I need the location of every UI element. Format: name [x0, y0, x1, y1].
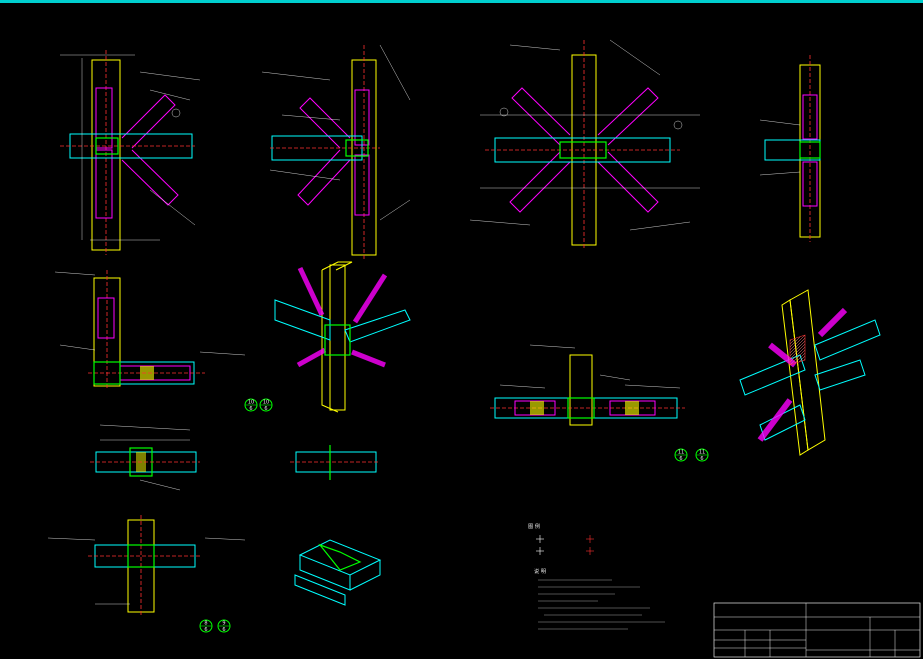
joint-detail-4[interactable] — [759, 55, 821, 242]
joint-detail-1[interactable] — [60, 50, 201, 255]
section-tag[interactable]: 8 6 — [199, 619, 213, 633]
section-tag-bottom: 6 — [264, 406, 267, 412]
section-tag-bottom: 6 — [249, 406, 252, 412]
section-tag-top: 10 — [248, 400, 254, 406]
section-tag[interactable]: 11 6 — [674, 448, 688, 462]
joint-detail-5[interactable] — [54, 270, 246, 390]
joint-detail-2[interactable] — [261, 44, 411, 260]
notes-title: 说 明 — [534, 567, 546, 575]
legend-title: 图 例 — [528, 522, 540, 530]
joint-detail-7[interactable] — [490, 344, 685, 426]
section-tag[interactable]: 9 6 — [217, 619, 231, 633]
section-tag[interactable]: 10 6 — [244, 398, 258, 412]
section-tag-top: 9 — [222, 621, 225, 627]
joint-detail-11[interactable] — [47, 515, 246, 615]
section-tag-bottom: 6 — [679, 456, 682, 462]
joint-detail-6-isometric[interactable] — [274, 261, 411, 413]
notes: 说 明 — [534, 567, 665, 630]
section-tag-top: 11 — [699, 450, 705, 456]
section-tag-bottom: 6 — [204, 627, 207, 633]
title-block[interactable] — [713, 602, 921, 658]
section-tag-bottom: 6 — [700, 456, 703, 462]
section-tag[interactable]: 11 6 — [695, 448, 709, 462]
joint-detail-3[interactable] — [469, 39, 700, 248]
section-tag-top: 8 — [204, 621, 207, 627]
joint-detail-12-isometric[interactable] — [294, 539, 382, 606]
drawing-frame-top — [0, 0, 923, 3]
section-tag-bottom: 6 — [222, 627, 225, 633]
joint-detail-8-isometric[interactable] — [739, 289, 881, 456]
section-tags: 10 6 10 6 11 6 11 6 — [199, 398, 709, 633]
joint-detail-10[interactable] — [290, 445, 380, 480]
section-tag-top: 11 — [678, 450, 684, 456]
joint-detail-9[interactable] — [90, 424, 200, 491]
legend: 图 例 — [528, 522, 594, 555]
section-tag-top: 10 — [263, 400, 269, 406]
section-tag[interactable]: 10 6 — [259, 398, 273, 412]
